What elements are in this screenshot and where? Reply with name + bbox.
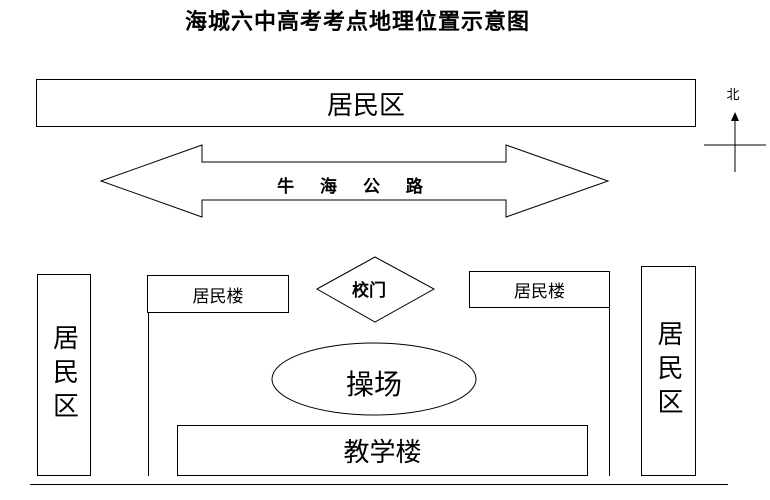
teaching-building: 教学楼 — [177, 425, 588, 476]
map-title: 海城六中高考考点地理位置示意图 — [184, 9, 530, 35]
west-residential-area: 居民区 — [37, 274, 91, 476]
northeast-residential-building: 居民楼 — [469, 271, 610, 308]
school-gate-diamond — [315, 256, 436, 323]
northwest-building-label: 居民楼 — [192, 286, 244, 307]
northeast-building-label: 居民楼 — [514, 282, 565, 302]
playground-ellipse — [271, 342, 477, 416]
north-residential-label: 居民区 — [326, 90, 405, 121]
playground-label: 操场 — [345, 368, 402, 401]
compass-north-label: 北 — [726, 88, 740, 103]
north-residential-area: 居民区 — [36, 79, 696, 127]
compass-icon — [704, 112, 766, 172]
east-residential-area: 居民区 — [641, 266, 696, 476]
west-residential-label: 居民区 — [48, 324, 79, 426]
northwest-residential-building: 居民楼 — [147, 275, 289, 313]
road-double-arrow — [99, 144, 610, 218]
east-residential-label: 居民区 — [653, 320, 683, 422]
road-label: 牛 海 公 路 — [277, 177, 433, 197]
teaching-building-label: 教学楼 — [343, 438, 422, 468]
school-gate-label: 校门 — [352, 281, 386, 301]
